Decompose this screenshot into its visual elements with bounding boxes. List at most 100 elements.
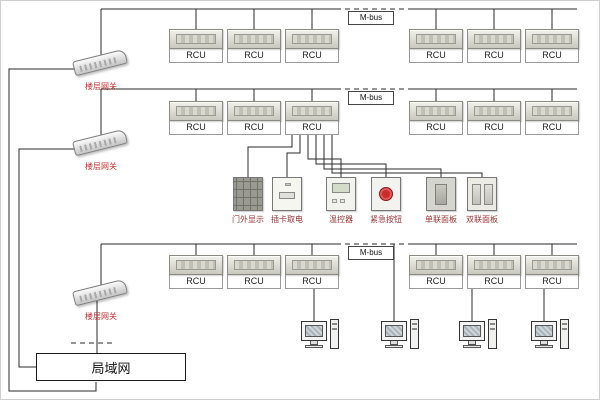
rcu-vent	[292, 260, 332, 270]
rcu-device-box	[169, 29, 223, 49]
computer-tower-icon	[330, 319, 339, 349]
rcu-device-box	[227, 255, 281, 275]
lan-box: 局域网	[36, 353, 186, 381]
wire	[323, 135, 442, 177]
card-power-indicator	[285, 183, 291, 186]
rcu-label: RCU	[169, 275, 223, 289]
rcu-unit-floor2-4: RCU	[409, 101, 463, 135]
rcu-unit-floor1-5: RCU	[467, 29, 521, 63]
computer-tower-icon	[488, 319, 497, 349]
thermostat-device	[326, 177, 356, 211]
rcu-unit-floor2-1: RCU	[169, 101, 223, 135]
wire	[315, 135, 387, 177]
rcu-device-box	[467, 255, 521, 275]
workstation-1	[301, 319, 341, 361]
rcu-unit-floor2-6: RCU	[525, 101, 579, 135]
mbus-label-floor3: M-bus	[348, 246, 394, 260]
rcu-label: RCU	[525, 275, 579, 289]
gateway-device-icon	[71, 278, 129, 307]
rcu-label: RCU	[285, 49, 339, 63]
field-device-emergency-button: 紧急按钮	[370, 177, 402, 225]
rcu-device-box	[285, 255, 339, 275]
rcu-device-box	[467, 29, 521, 49]
monitor-base	[305, 345, 323, 348]
card-power-label: 插卡取电	[271, 215, 303, 224]
computer-tower-icon	[560, 319, 569, 349]
rcu-unit-floor1-2: RCU	[227, 29, 281, 63]
rcu-unit-floor2-2: RCU	[227, 101, 281, 135]
wire	[8, 68, 97, 392]
emergency-button-device	[371, 177, 401, 211]
rcu-label: RCU	[409, 121, 463, 135]
field-device-double-panel: 双联面板	[466, 177, 498, 225]
field-device-thermostat: 温控器	[326, 177, 356, 225]
monitor-base	[463, 345, 481, 348]
rcu-unit-floor2-3: RCU	[285, 101, 339, 135]
rcu-device-box	[409, 29, 463, 49]
rcu-vent	[234, 34, 274, 44]
thermostat-lcd	[332, 183, 350, 193]
card-slot	[279, 192, 295, 199]
thermostat-button	[332, 199, 337, 203]
monitor-stand	[390, 341, 398, 345]
rcu-vent	[176, 106, 216, 116]
wire	[331, 135, 483, 177]
gateway-device-icon	[71, 128, 129, 157]
rcu-label: RCU	[285, 275, 339, 289]
rcu-label: RCU	[525, 121, 579, 135]
rcu-vent	[532, 106, 572, 116]
rcu-label: RCU	[169, 121, 223, 135]
rcu-vent	[416, 260, 456, 270]
rcu-vent	[474, 34, 514, 44]
floor-gateway-3: 楼层网关	[71, 278, 129, 321]
monitor-icon	[301, 321, 327, 341]
monitor-stand	[468, 341, 476, 345]
rcu-unit-floor3-6: RCU	[525, 255, 579, 289]
rcu-label: RCU	[227, 121, 281, 135]
rcu-label: RCU	[525, 49, 579, 63]
rcu-label: RCU	[467, 49, 521, 63]
double-panel-label: 双联面板	[466, 215, 498, 224]
rcu-device-box	[525, 29, 579, 49]
rcu-device-box	[227, 29, 281, 49]
rcu-vent	[532, 34, 572, 44]
gateway-device-icon	[71, 48, 129, 77]
monitor-base	[535, 345, 553, 348]
double-panel-device	[467, 177, 497, 211]
rcu-label: RCU	[409, 275, 463, 289]
emergency-button-label: 紧急按钮	[370, 215, 402, 224]
monitor-icon	[459, 321, 485, 341]
rcu-device-box	[409, 101, 463, 121]
rcu-device-box	[409, 255, 463, 275]
field-device-card-power: 插卡取电	[271, 177, 303, 225]
door-display-device	[233, 177, 263, 211]
floor-gateway-2: 楼层网关	[71, 128, 129, 171]
monitor-screen	[535, 325, 553, 337]
rcu-label: RCU	[169, 49, 223, 63]
wire	[286, 135, 301, 177]
rcu-label: RCU	[227, 49, 281, 63]
mbus-label-floor2: M-bus	[348, 91, 394, 105]
gateway-label: 楼层网关	[85, 162, 117, 171]
gateway-label: 楼层网关	[85, 312, 117, 321]
rcu-unit-floor3-1: RCU	[169, 255, 223, 289]
rcu-label: RCU	[467, 275, 521, 289]
single-panel-label: 单联面板	[425, 215, 457, 224]
monitor-stand	[310, 341, 318, 345]
rcu-vent	[176, 34, 216, 44]
rcu-vent	[292, 106, 332, 116]
monitor-screen	[385, 325, 403, 337]
wire	[247, 135, 293, 177]
rcu-vent	[416, 106, 456, 116]
rcu-vent	[532, 260, 572, 270]
rcu-unit-floor3-4: RCU	[409, 255, 463, 289]
monitor-screen	[463, 325, 481, 337]
mbus-label-floor1: M-bus	[348, 11, 394, 25]
rcu-unit-floor3-2: RCU	[227, 255, 281, 289]
rcu-device-box	[227, 101, 281, 121]
computer-tower-icon	[410, 319, 419, 349]
wire	[18, 148, 79, 368]
monitor-stand	[540, 341, 548, 345]
card-power-device	[272, 177, 302, 211]
floor-gateway-1: 楼层网关	[71, 48, 129, 91]
